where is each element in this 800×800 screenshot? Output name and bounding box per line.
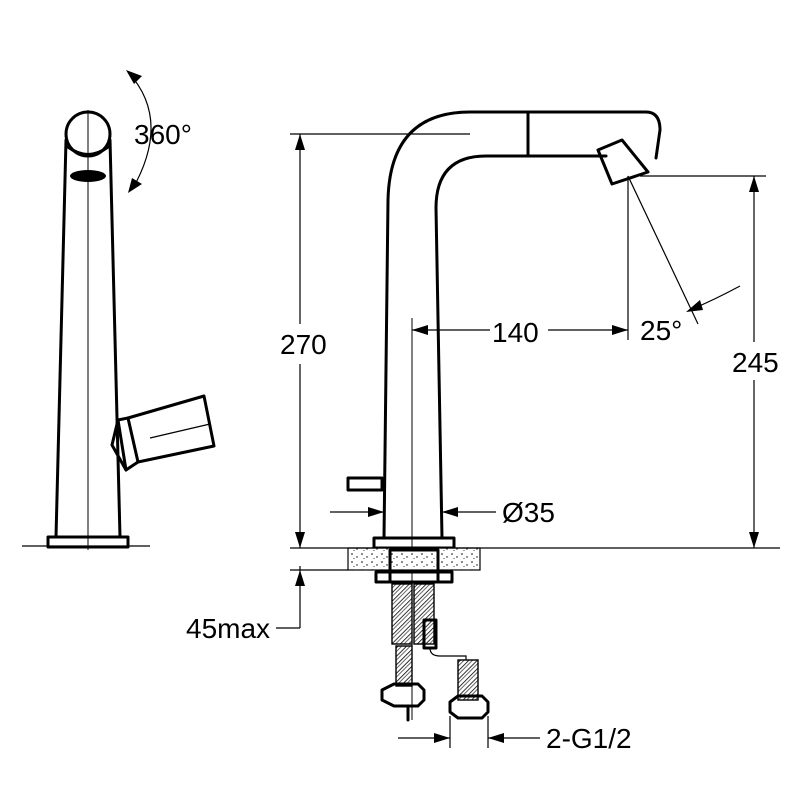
connection-label: 2-G1/2 bbox=[546, 723, 632, 754]
outlet-height-label: 245 bbox=[732, 347, 779, 378]
dimensions: 270 140 245 25° Ø35 45max bbox=[186, 133, 782, 754]
hose-left bbox=[391, 583, 413, 645]
spout-inner bbox=[434, 154, 608, 540]
hex-nut-left bbox=[380, 682, 426, 708]
rotation-arrow-top bbox=[126, 70, 142, 84]
front-view bbox=[290, 110, 780, 722]
side-lever-handle bbox=[126, 394, 216, 464]
height-label: 270 bbox=[280, 329, 327, 360]
spout-outer bbox=[382, 110, 662, 540]
pop-up-knob bbox=[346, 476, 384, 492]
deck-thickness-label: 45max bbox=[186, 613, 270, 644]
hose-lower bbox=[395, 645, 413, 687]
reach-label: 140 bbox=[492, 317, 539, 348]
rotation-arc bbox=[127, 71, 152, 191]
hose-second bbox=[457, 659, 479, 701]
side-body bbox=[54, 138, 122, 539]
rotation-label: 360° bbox=[134, 119, 192, 150]
spray-angle-label: 25° bbox=[640, 315, 682, 346]
diameter-label: Ø35 bbox=[502, 497, 555, 528]
front-base-plate bbox=[372, 536, 456, 550]
hex-nut-right bbox=[448, 694, 490, 720]
side-view: 360° bbox=[22, 70, 216, 550]
rotation-arrow-bottom bbox=[128, 178, 142, 193]
spray-angle-line bbox=[627, 175, 699, 325]
spray-head bbox=[596, 138, 650, 186]
